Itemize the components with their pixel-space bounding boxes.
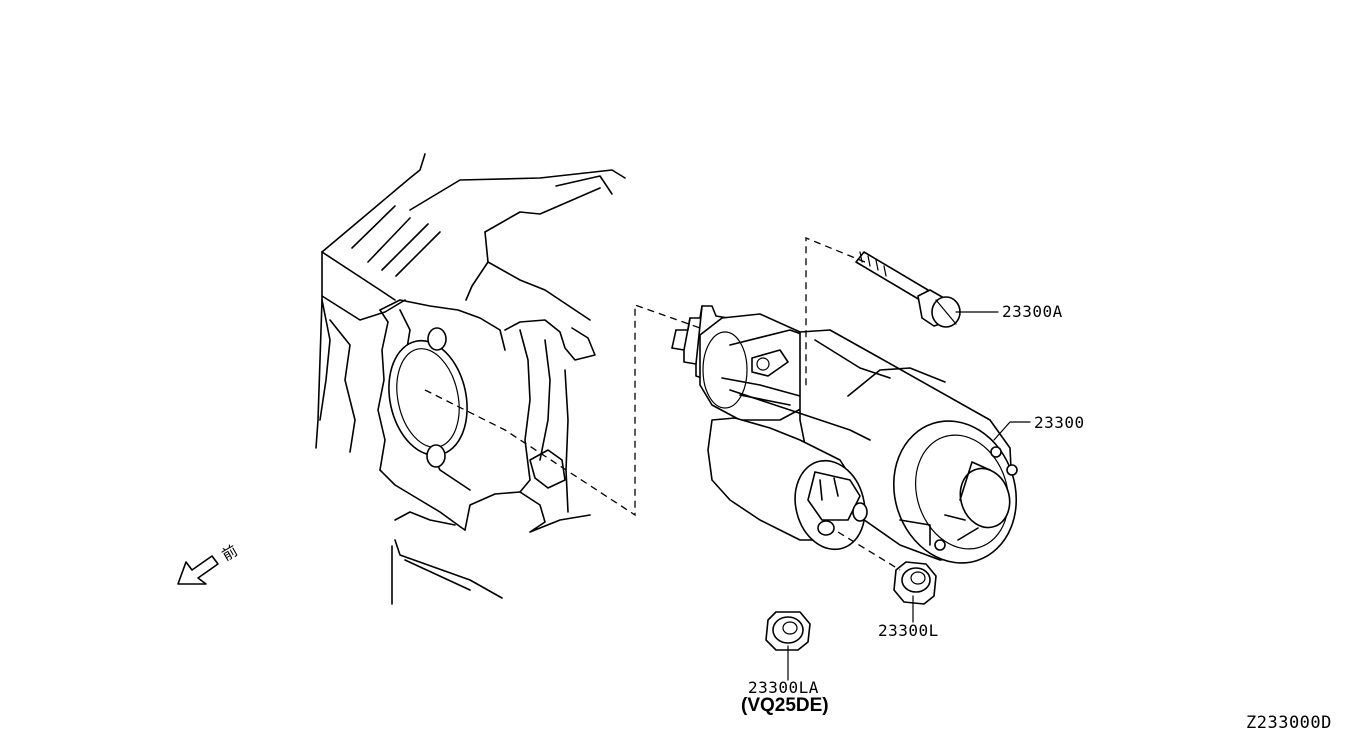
callout-label-starter: 23300 [1034,413,1085,432]
leader-23300 [993,421,1031,441]
front-arrow-icon [177,555,219,585]
callout-label-bolt: 23300A [1002,302,1063,321]
engine-housing [315,153,626,605]
engine-variant-label: (VQ25DE) [741,695,829,716]
diagram-code: Z233000D [1246,713,1332,733]
starter-motor [671,305,1018,564]
assembly-leader-bolt [805,237,866,390]
bolt-23300a [855,251,961,328]
assembly-leader-nut [837,531,901,571]
callout-label-nut: 23300L [878,621,939,640]
nut-23300l [893,561,937,605]
nut-23300la [765,611,811,651]
callout-label-nut-alt: 23300LA [748,678,819,697]
assembly-leader-housing [424,304,701,517]
